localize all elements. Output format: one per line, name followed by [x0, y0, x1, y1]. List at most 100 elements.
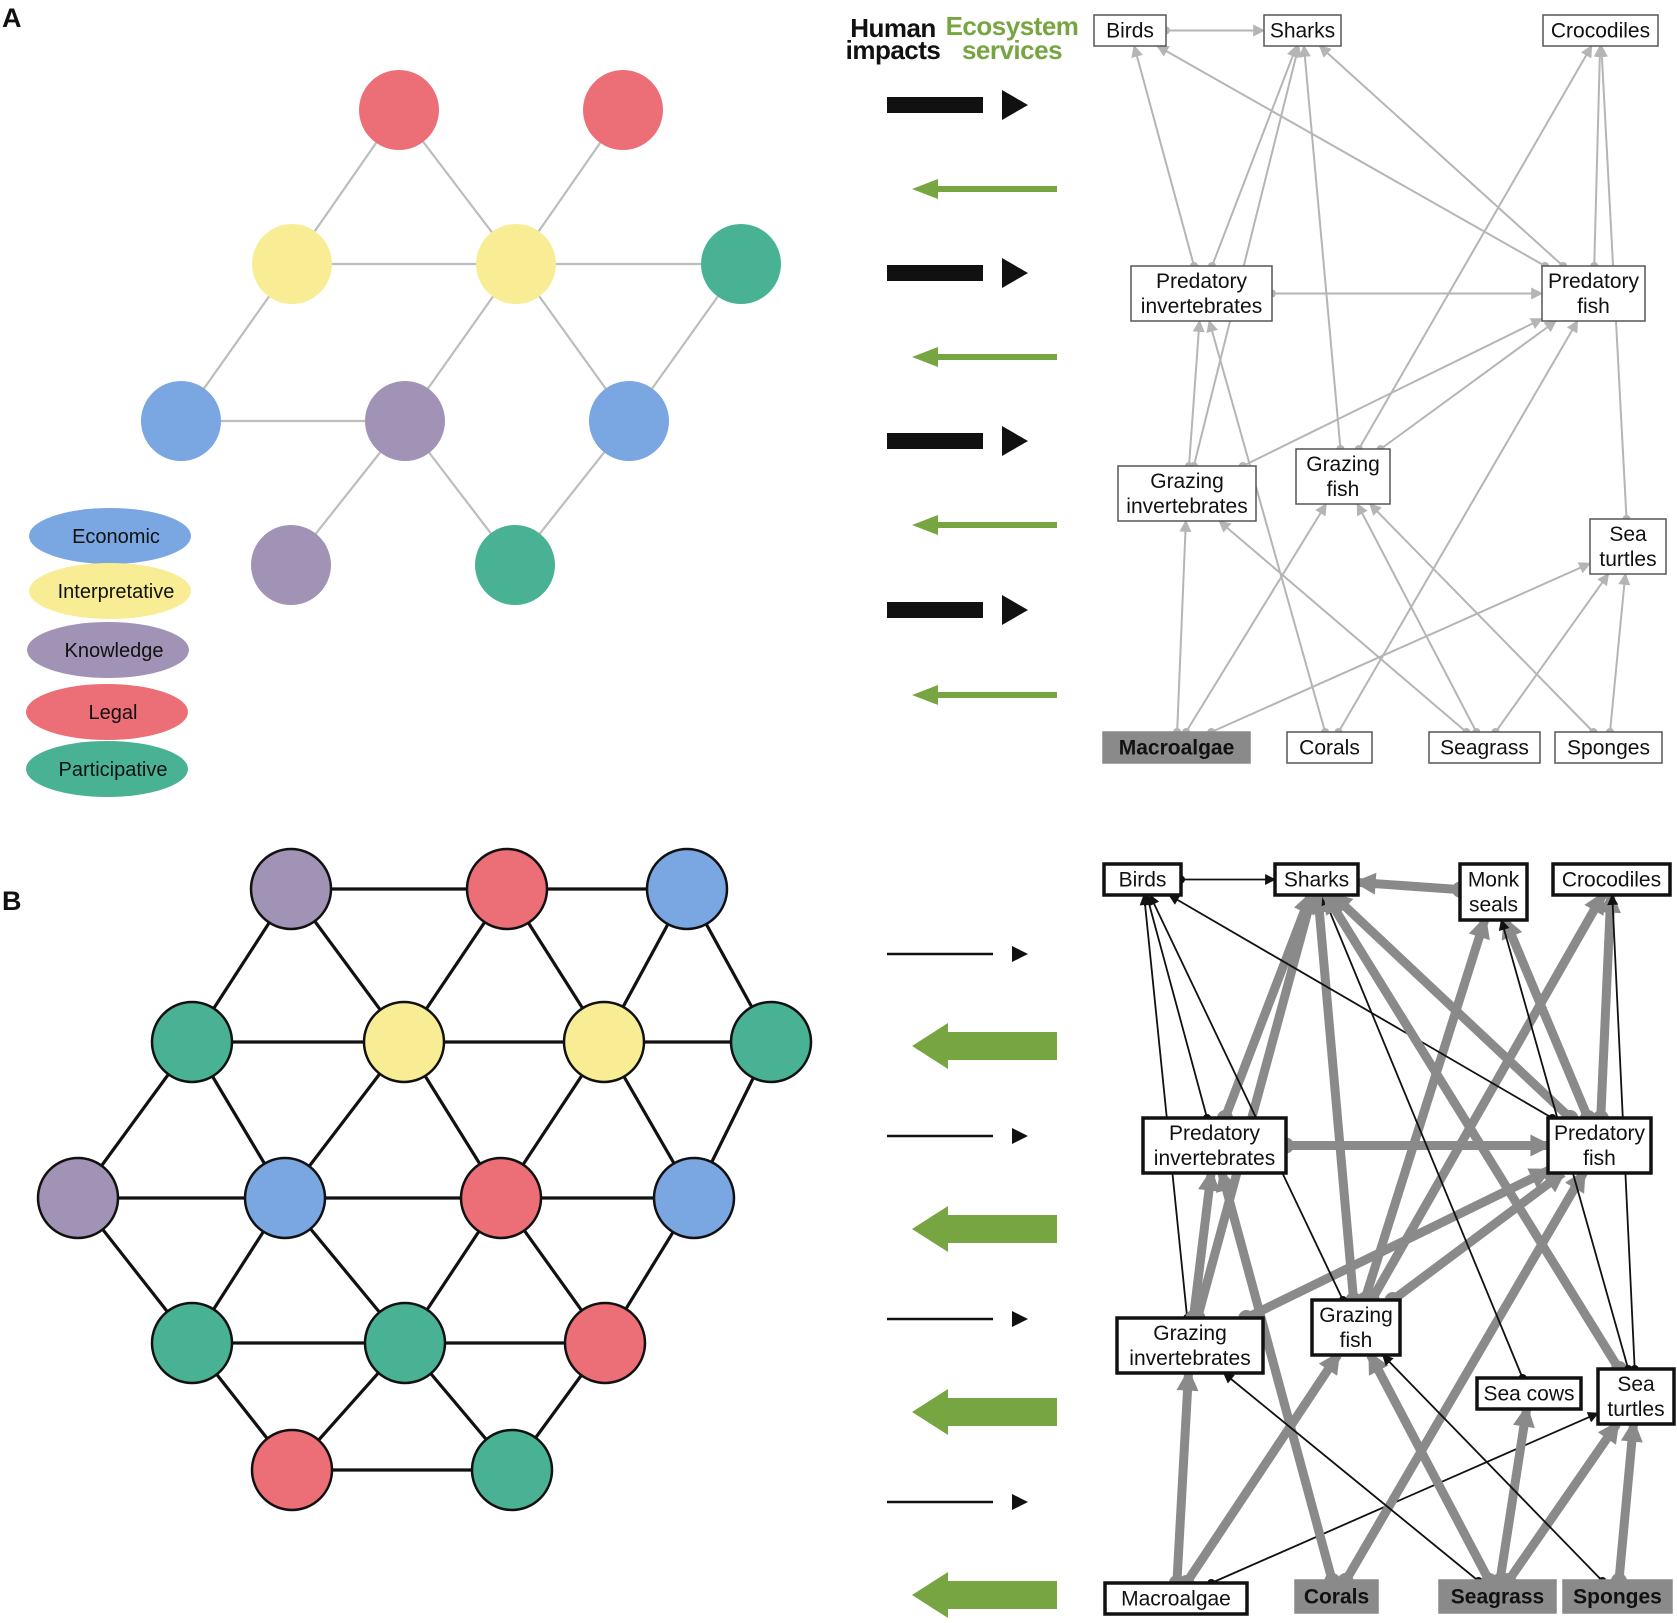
food-web-link: [1366, 1351, 1494, 1584]
species-box-frame: [1475, 1376, 1583, 1411]
species-box-seagrass: Seagrass: [1438, 1579, 1557, 1614]
arrow-head: [912, 179, 938, 199]
network-node-participative: [701, 224, 781, 304]
network-node-interpretative: [476, 224, 556, 304]
food-web-link: [1185, 502, 1327, 733]
species-label: Monk: [1468, 869, 1520, 892]
arrow-head: [1012, 946, 1028, 962]
arrow-shaft: [946, 1398, 1057, 1426]
species-box-frame: [1294, 1579, 1379, 1614]
species-box-sea-cows: Sea cows: [1475, 1376, 1583, 1411]
species-label: Sponges: [1567, 737, 1650, 760]
food-web-link: [1495, 1404, 1535, 1582]
header-human-line1: Human: [850, 13, 936, 43]
species-box-frame: [1295, 448, 1391, 505]
network-node-economic: [243, 1156, 327, 1240]
species-box-sponges: Sponges: [1562, 1579, 1673, 1614]
arrow-head: [1002, 426, 1028, 456]
network-node-interpretative: [562, 1000, 646, 1084]
network-node-participative: [150, 1000, 234, 1084]
network-node-economic: [589, 381, 669, 461]
species-box-frame: [1546, 1116, 1653, 1175]
food-web-link: [1218, 520, 1467, 733]
species-label: fish: [1340, 1329, 1373, 1352]
species-box-corals: Corals: [1286, 731, 1373, 764]
arrow-head: [1002, 90, 1028, 120]
food-web-link: [1356, 502, 1478, 733]
species-label: fish: [1327, 478, 1360, 501]
arrow-shaft: [887, 433, 983, 449]
arrow-head: [1012, 1494, 1028, 1510]
legend-label: Participative: [59, 759, 168, 781]
food-web-a-links: [1131, 24, 1631, 736]
human-impact-arrow: [887, 426, 1028, 456]
species-box-frame: [1093, 14, 1167, 47]
legend-swatch: [26, 684, 188, 740]
food-web-link: [1614, 1419, 1643, 1582]
species-box-frame: [1542, 14, 1659, 47]
food-web-link: [1593, 44, 1606, 267]
species-box-crocodiles: Crocodiles: [1551, 862, 1672, 897]
food-web-link: [1188, 1168, 1220, 1319]
species-box-seagrass: Seagrass: [1428, 731, 1541, 764]
network-node-knowledge: [251, 525, 331, 605]
species-label: fish: [1583, 1147, 1616, 1170]
food-web-link: [1353, 872, 1461, 895]
food-web-link: [1369, 503, 1595, 733]
arrow-shaft: [887, 1317, 993, 1321]
food-web-b-links: [1139, 872, 1643, 1591]
network-node-participative: [475, 525, 555, 605]
arrow-head: [1012, 1128, 1028, 1144]
species-box-frame: [1117, 465, 1257, 522]
species-label: turtles: [1599, 548, 1656, 571]
human-impact-arrow: [887, 946, 1028, 962]
species-label: Macroalgae: [1121, 1588, 1231, 1611]
network-node-knowledge: [36, 1156, 120, 1240]
food-web-link: [1360, 915, 1490, 1302]
arrow-shaft: [887, 1500, 993, 1504]
food-web-link: [1308, 890, 1359, 1301]
network-node-legal: [250, 1428, 334, 1512]
panel-label-a: A: [2, 3, 22, 33]
legend-item-legal: Legal: [26, 684, 188, 740]
species-label: invertebrates: [1129, 1347, 1250, 1370]
species-label: Corals: [1304, 1586, 1369, 1609]
species-box-frame: [1141, 1116, 1288, 1175]
arrow-shaft: [887, 97, 983, 113]
food-web-link: [1390, 1169, 1567, 1304]
species-label: Crocodiles: [1562, 869, 1661, 892]
header-eco-line2: services: [962, 35, 1062, 65]
food-web-link: [1318, 45, 1564, 267]
species-label: Macroalgae: [1119, 737, 1235, 760]
human-impact-arrow: [887, 1128, 1028, 1144]
species-box-birds: Birds: [1102, 862, 1183, 897]
food-web-link: [1182, 1351, 1342, 1586]
food-web-link: [1222, 1372, 1480, 1582]
network-node-legal: [459, 1156, 543, 1240]
legend: EconomicInterpretativeKnowledgeLegalPart…: [26, 508, 191, 797]
species-box-frame: [1458, 862, 1529, 922]
species-box-sharks: Sharks: [1273, 862, 1360, 897]
flow-arrows-a: [887, 90, 1057, 705]
network-node-participative: [470, 1428, 554, 1512]
network-node-legal: [583, 70, 663, 150]
arrow-shaft: [887, 265, 983, 281]
food-web-link: [1187, 319, 1205, 467]
food-web-link: [1211, 44, 1299, 267]
arrow-shaft: [946, 1215, 1057, 1243]
species-box-macroalgae: Macroalgae: [1103, 1581, 1249, 1616]
food-web-link: [1192, 44, 1302, 467]
ecosystem-service-arrow: [912, 1206, 1057, 1252]
species-label: invertebrates: [1126, 495, 1247, 518]
species-label: Birds: [1106, 20, 1154, 43]
legend-item-knowledge: Knowledge: [27, 622, 189, 678]
food-web-link: [1139, 893, 1189, 1319]
species-box-frame: [1428, 731, 1541, 764]
food-web-link: [1504, 1420, 1621, 1584]
